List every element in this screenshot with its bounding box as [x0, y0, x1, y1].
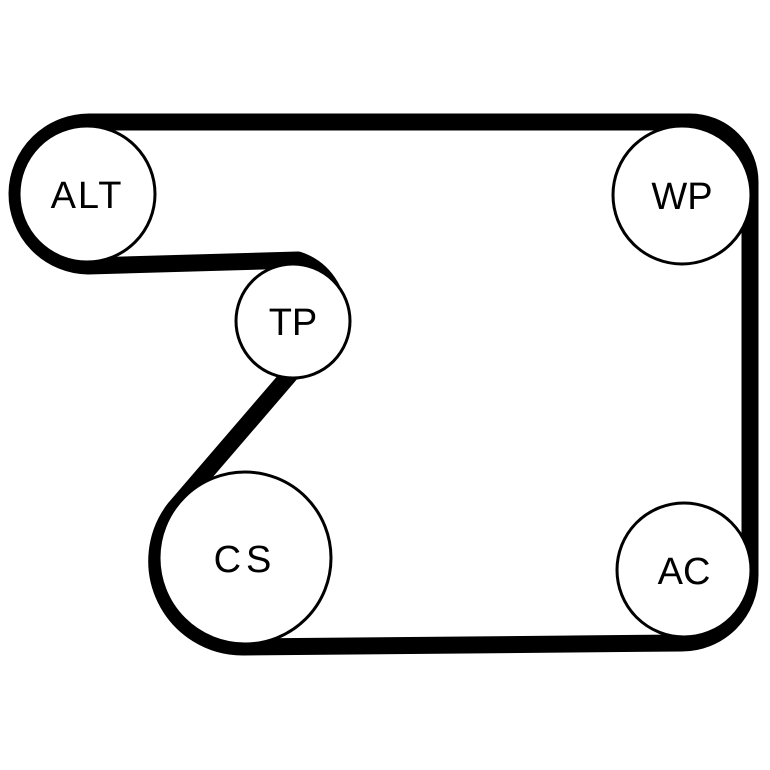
pulley-wp-circle [611, 124, 753, 266]
pulley-tensioner: TP [234, 262, 352, 380]
pulley-alternator: ALT [17, 124, 157, 264]
pulley-crankshaft: CS [157, 470, 333, 646]
pulley-alt-label: ALT [51, 175, 124, 217]
pulley-ac-label: AC [658, 551, 711, 593]
pulley-wp-label: WP [651, 176, 712, 218]
pulley-alt-circle [17, 124, 157, 264]
pulley-cs-label: CS [214, 539, 277, 581]
pulley-cs-circle [157, 470, 333, 646]
pulley-tp-circle [234, 262, 352, 380]
pulley-ac-compressor: AC [615, 501, 753, 639]
pulley-ac-circle [615, 501, 753, 639]
pulley-water-pump: WP [611, 124, 753, 266]
pulley-tp-label: TP [269, 302, 318, 344]
